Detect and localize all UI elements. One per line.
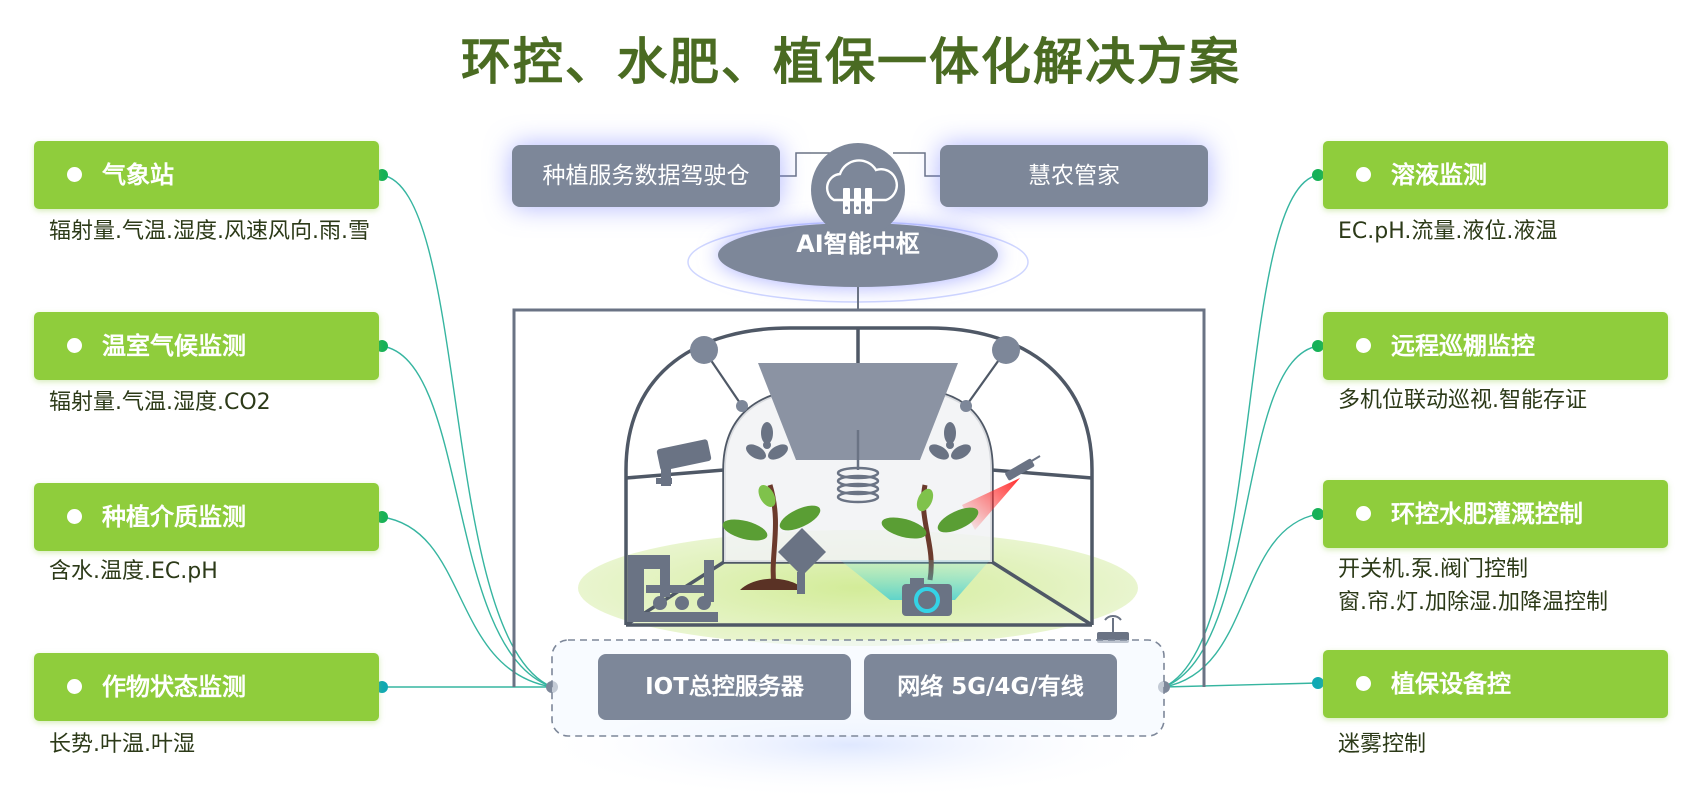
panel-crop-status[interactable]: 作物状态监测 xyxy=(34,653,379,721)
panel-remote-patrol[interactable]: 远程巡棚监控 xyxy=(1323,312,1668,380)
panel-label: 温室气候监测 xyxy=(102,332,246,360)
router-icon xyxy=(1097,615,1129,643)
panel-label: 种植介质监测 xyxy=(102,503,246,531)
bullet-icon xyxy=(1356,167,1371,182)
plant-right-icon xyxy=(881,484,979,581)
shade-screen xyxy=(758,363,958,460)
panel-desc: 长势.叶温.叶湿 xyxy=(49,732,195,757)
sensor-coil-icon xyxy=(836,430,880,504)
greenhouse-frame xyxy=(512,308,1206,687)
panel-irrigation-control[interactable]: 环控水肥灌溉控制 xyxy=(1323,480,1668,548)
smart-farm-manager-pill[interactable]: 慧农管家 xyxy=(940,145,1208,207)
ai-hub-label: AI智能中枢 xyxy=(796,230,920,258)
panel-label: 作物状态监测 xyxy=(102,673,246,701)
iot-server-box[interactable]: IOT总控服务器 xyxy=(598,654,851,720)
irrigation-pump-icon xyxy=(628,555,718,622)
panel-desc: 迷雾控制 xyxy=(1338,732,1427,757)
panel-desc: 含水.温度.EC.pH xyxy=(49,559,218,584)
left-connectors xyxy=(381,174,553,688)
panel-label: 环控水肥灌溉控制 xyxy=(1391,500,1583,528)
crop-camera-icon xyxy=(902,578,952,616)
security-camera-icon xyxy=(656,439,712,486)
panel-label: 植保设备控 xyxy=(1391,670,1511,698)
right-connectors xyxy=(1163,174,1319,688)
bullet-icon xyxy=(67,679,82,694)
bullet-icon xyxy=(67,167,82,182)
plant-left-icon xyxy=(722,484,821,590)
bullet-icon xyxy=(67,509,82,524)
panel-desc: 窗.帘.灯.加除湿.加降温控制 xyxy=(1338,590,1608,615)
soil-sensor-icon xyxy=(778,528,826,594)
fan-icon xyxy=(746,422,788,460)
fan-icon-right xyxy=(929,422,971,460)
panel-greenhouse-climate[interactable]: 温室气候监测 xyxy=(34,312,379,380)
panel-desc: 开关机.泵.阀门控制 xyxy=(1338,557,1528,582)
panel-desc: 多机位联动巡视.智能存证 xyxy=(1338,388,1587,413)
panel-growing-medium[interactable]: 种植介质监测 xyxy=(34,483,379,551)
ai-hub xyxy=(718,223,998,287)
panel-desc: 辐射量.气温.湿度.风速风向.雨.雪 xyxy=(49,219,370,244)
page-title: 环控、水肥、植保一体化解决方案 xyxy=(461,33,1241,91)
panel-weather-station[interactable]: 气象站 xyxy=(34,141,379,209)
sprayer-icon xyxy=(1005,455,1041,481)
bullet-icon xyxy=(1356,338,1371,353)
panel-label: 溶液监测 xyxy=(1391,161,1487,189)
panel-label: 气象站 xyxy=(102,161,174,189)
data-cockpit-pill[interactable]: 种植服务数据驾驶仓 xyxy=(512,145,780,207)
panel-label: 远程巡棚监控 xyxy=(1391,332,1535,360)
panel-plant-protection[interactable]: 植保设备控 xyxy=(1323,650,1668,718)
bullet-icon xyxy=(1356,676,1371,691)
panel-desc: EC.pH.流量.液位.液温 xyxy=(1338,219,1558,244)
network-box[interactable]: 网络 5G/4G/有线 xyxy=(864,654,1117,720)
bullet-icon xyxy=(67,338,82,353)
panel-desc: 辐射量.气温.湿度.CO2 xyxy=(49,390,271,415)
panel-solution-monitoring[interactable]: 溶液监测 xyxy=(1323,141,1668,209)
bullet-icon xyxy=(1356,506,1371,521)
